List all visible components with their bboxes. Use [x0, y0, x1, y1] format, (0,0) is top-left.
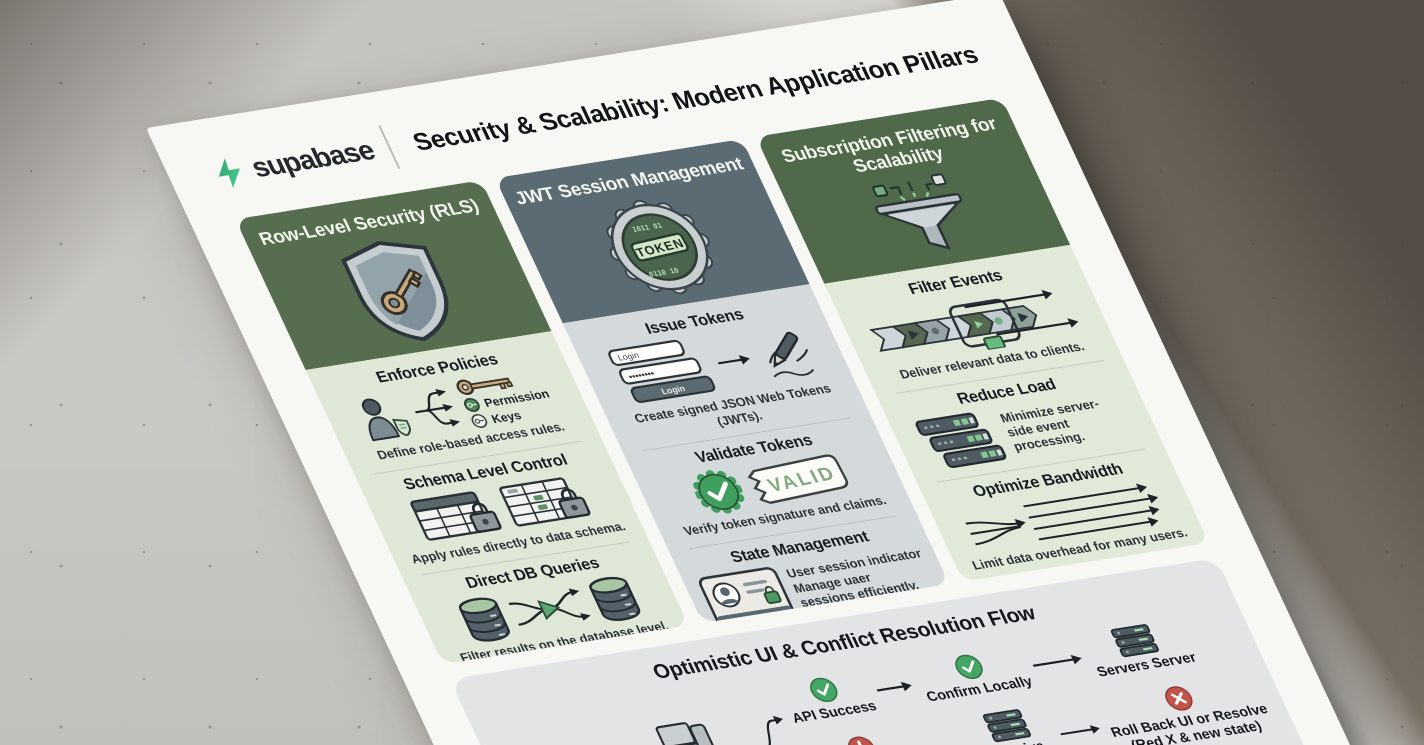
reduce-load-graphic: Minimize server-side event processing. — [913, 389, 1137, 473]
check-circle-icon — [810, 677, 838, 703]
key-icon — [456, 377, 514, 396]
valid-stamp-icon: VALID — [747, 454, 849, 505]
token-badge-icon: 1011 01 0110 10 TOKEN — [606, 200, 714, 295]
issue-tokens-graphic: Login •••••••• Login — [605, 320, 824, 409]
enforce-policies-graphic: Permission Keys — [350, 367, 559, 446]
supabase-bolt-icon — [218, 157, 240, 188]
check-circle-icon — [955, 654, 983, 680]
devices-icon — [655, 721, 715, 745]
optimize-bandwidth-graphic — [957, 478, 1172, 554]
filter-events-graphic — [860, 280, 1088, 367]
validate-tokens-graphic: VALID — [686, 450, 854, 517]
server-stack-icon — [982, 709, 1031, 743]
pillar-filtering: Subscription Filtering for Scalability — [755, 97, 1210, 582]
signing-pen-icon — [769, 332, 815, 378]
arrow-icon — [1032, 655, 1082, 668]
flow-node-confirm-locally: Confirm Locally — [911, 646, 1035, 704]
filter-arrows-icon — [508, 588, 591, 627]
keys-label: Keys — [489, 408, 524, 426]
arrow-icon — [876, 681, 912, 692]
pillar-rls: Row-Level Security (RLS) — [235, 180, 689, 665]
user-shield-icon — [362, 398, 412, 442]
server-stack-icon — [915, 412, 1007, 468]
pillar-columns: Row-Level Security (RLS) — [235, 97, 1210, 665]
optimistic-flow-band: Optimistic UI & Conflict Resolution Flow… — [449, 557, 1328, 745]
section-caption: Minimize server-side event processing. — [997, 396, 1102, 454]
login-button-text: Login — [660, 384, 687, 397]
id-card-icon — [699, 566, 796, 623]
flow-node-label: Servers Server — [1093, 648, 1199, 680]
cross-circle-icon — [1165, 686, 1193, 711]
header-divider — [378, 125, 401, 169]
flow-node-label: API Success — [789, 697, 880, 726]
flow-node-servers-server: Servers Server — [1080, 619, 1199, 680]
supabase-logo: supabase — [207, 134, 380, 190]
flow-node-receive-server-info: Receive Server Info — [961, 706, 1067, 745]
poster-header: supabase Security & Scalability: Modern … — [201, 24, 995, 204]
database-icon — [458, 597, 510, 642]
schema-control-graphic — [406, 472, 598, 546]
flow-node-api-success: API Success — [777, 671, 880, 726]
keys-dot-icon — [471, 414, 488, 429]
shield-key-icon — [340, 241, 449, 342]
database-icon — [588, 577, 641, 622]
pillar-jwt: JWT Session Management 1011 — [495, 138, 950, 623]
db-queries-graphic — [453, 573, 646, 645]
split-arrow-icon — [765, 715, 783, 745]
table-lock-icon — [498, 477, 591, 527]
state-management-graphic: User session indicator Manage uaer sessi… — [695, 542, 940, 623]
error-circle-icon — [847, 736, 876, 745]
table-lock-icon — [409, 491, 502, 541]
login-password-dots: •••••••• — [627, 369, 656, 382]
check-badge-icon — [693, 470, 745, 514]
branch-arrows-icon — [415, 389, 461, 428]
server-stack-icon — [1111, 624, 1160, 658]
flow-branches: API Success Confirm Locally — [776, 612, 1279, 745]
flow-error-branch: API Error / RLS Check Fail — [804, 672, 1278, 745]
login-form-icon: Login •••••••• Login — [608, 340, 716, 404]
event-pipeline-icon — [869, 290, 1079, 353]
flow-diagram: User Action Optimistic Update (Local UI) — [491, 612, 1278, 745]
permission-dot-icon — [464, 398, 481, 413]
flow-node-api-error: API Error / RLS Check Fail — [805, 729, 933, 745]
poster: supabase Security & Scalability: Modern … — [146, 0, 1352, 745]
flow-node-roll-back: Roll Back UI or Resolve (Red X & new sta… — [1095, 674, 1277, 745]
funnel-icon — [872, 173, 963, 250]
supabase-wordmark: supabase — [246, 134, 380, 183]
bandwidth-arrows-icon — [965, 483, 1160, 545]
arrow-icon — [717, 355, 750, 365]
flow-success-branch: API Success Confirm Locally — [776, 612, 1244, 728]
login-username-text: Login — [616, 351, 641, 364]
pillar-filtering-title: Subscription Filtering for Scalability — [777, 112, 1000, 177]
arrow-icon — [1060, 725, 1100, 736]
